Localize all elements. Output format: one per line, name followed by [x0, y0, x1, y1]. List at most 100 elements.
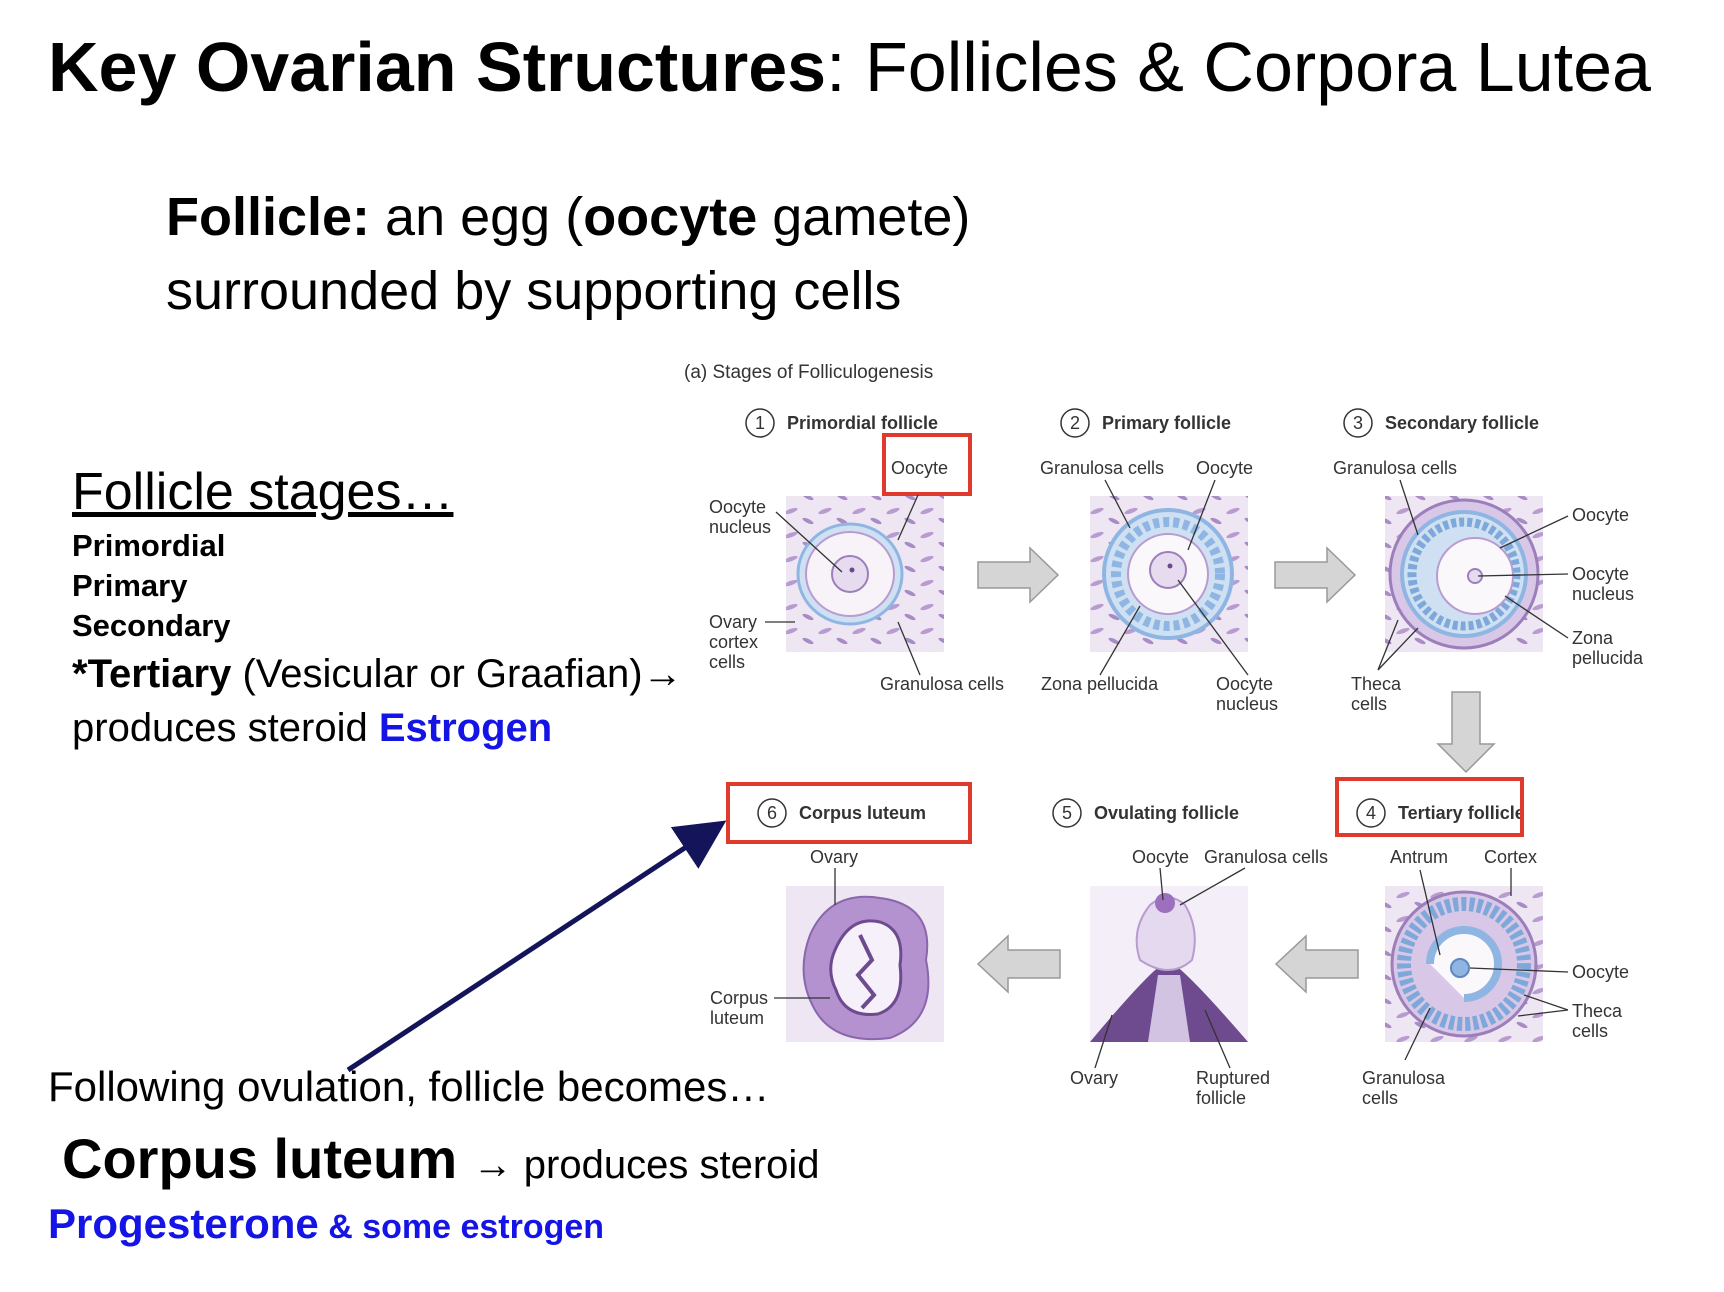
svg-text:Secondary follicle: Secondary follicle — [1385, 413, 1539, 433]
corpus-produces: produces steroid — [512, 1143, 820, 1187]
progesterone-label: Progesterone — [48, 1200, 319, 1247]
progesterone-line: Progesterone & some estrogen — [48, 1196, 604, 1255]
svg-text:1: 1 — [755, 413, 765, 433]
label-theca-3a: Theca — [1351, 674, 1402, 694]
label-theca-3b: cells — [1351, 694, 1387, 714]
label-zona-pellucida-2: Zona pellucida — [1041, 674, 1159, 694]
label-theca-4a: Theca — [1572, 1001, 1623, 1021]
stage4-header: 4 Tertiary follicle — [1356, 798, 1525, 828]
label-granulosa-2: Granulosa cells — [1040, 458, 1164, 478]
label-zona-3b: pellucida — [1572, 648, 1644, 668]
label-corpus-6a: Corpus — [710, 988, 768, 1008]
tertiary-arrow: → — [642, 652, 683, 696]
label-ovary-cortex-1c: cells — [709, 652, 745, 672]
some-estrogen-label: & some estrogen — [318, 1208, 605, 1246]
definition-part1: an egg ( — [370, 187, 584, 247]
stage1-leaders — [765, 494, 921, 676]
title-rest: : Follicles & Corpora Lutea — [826, 28, 1651, 106]
label-granulosa-4b: cells — [1362, 1088, 1398, 1108]
label-oocyte-nucleus-2b: nucleus — [1216, 694, 1278, 714]
label-ruptured-5b: follicle — [1196, 1088, 1246, 1108]
label-oocyte-2: Oocyte — [1196, 458, 1253, 478]
label-oocyte-nucleus-3a: Oocyte — [1572, 564, 1629, 584]
stage-tertiary: *Tertiary (Vesicular or Graafian)→ — [72, 648, 683, 700]
secondary-follicle-illustration — [1385, 496, 1543, 652]
ovulating-follicle-illustration — [1090, 886, 1248, 1042]
corpus-arrow: → — [472, 1143, 513, 1187]
label-oocyte-nucleus-1b: nucleus — [709, 517, 771, 537]
stage1-header: 1 Primordial follicle — [745, 408, 938, 438]
label-oocyte-4: Oocyte — [1572, 962, 1629, 982]
svg-text:3: 3 — [1353, 413, 1363, 433]
primordial-follicle-illustration — [786, 496, 944, 652]
label-ruptured-5a: Ruptured — [1196, 1068, 1270, 1088]
stage5-header: 5 Ovulating follicle — [1052, 798, 1239, 828]
navy-pointer-arrow — [346, 820, 727, 1073]
title-bold: Key Ovarian Structures — [48, 28, 827, 106]
oocyte-highlight-box — [882, 433, 972, 496]
stage-primordial: Primordial — [72, 528, 226, 563]
svg-text:Corpus luteum: Corpus luteum — [799, 803, 926, 823]
svg-text:Tertiary follicle: Tertiary follicle — [1398, 803, 1525, 823]
tertiary-follicle-illustration — [1385, 886, 1543, 1042]
svg-text:Primordial follicle: Primordial follicle — [787, 413, 938, 433]
label-zona-3a: Zona — [1572, 628, 1614, 648]
tertiary-bold: *Tertiary — [72, 652, 232, 696]
corpus-luteum-highlight-box — [726, 782, 972, 844]
label-oocyte-1: Oocyte — [891, 458, 948, 478]
label-cortex-4: Cortex — [1484, 847, 1537, 867]
arrow-2-to-3 — [1274, 546, 1357, 604]
produces-estrogen: produces steroid Estrogen — [72, 702, 552, 754]
stage5-leaders — [1094, 867, 1246, 1069]
slide-title: Key Ovarian Structures: Follicles & Corp… — [48, 22, 1651, 112]
figure-caption: (a) Stages of Folliculogenesis — [684, 362, 933, 383]
stage3-header: 3 Secondary follicle — [1343, 408, 1539, 438]
label-ovary-cortex-1b: cortex — [709, 632, 758, 652]
label-ovary-5: Ovary — [1070, 1068, 1118, 1088]
definition-part2: gamete) — [757, 187, 971, 247]
definition-term: Follicle: — [166, 187, 371, 247]
label-oocyte-nucleus-1a: Oocyte — [709, 497, 766, 517]
following-ovulation: Following ovulation, follicle becomes… — [48, 1063, 770, 1110]
arrow-1-to-2 — [977, 546, 1060, 604]
corpus-luteum-term: Corpus luteum — [62, 1127, 458, 1190]
label-oocyte-5: Oocyte — [1132, 847, 1189, 867]
stage4-leaders — [1404, 868, 1569, 1061]
label-oocyte-3: Oocyte — [1572, 505, 1629, 525]
arrow-5-to-6 — [976, 934, 1061, 994]
primary-follicle-illustration — [1090, 496, 1248, 652]
svg-text:5: 5 — [1062, 803, 1072, 823]
label-granulosa-4a: Granulosa — [1362, 1068, 1446, 1088]
svg-text:6: 6 — [767, 803, 777, 823]
label-corpus-6b: luteum — [710, 1008, 764, 1028]
tertiary-highlight-box — [1335, 777, 1524, 837]
label-ovary-6: Ovary — [810, 847, 858, 867]
stage-primary: Primary — [72, 568, 188, 603]
label-oocyte-nucleus-2a: Oocyte — [1216, 674, 1273, 694]
stages-heading: Follicle stages… — [72, 463, 454, 521]
follicle-definition-line2: surrounded by supporting cells — [166, 261, 902, 321]
follicle-definition: Follicle: an egg (oocyte gamete) — [166, 180, 970, 254]
tertiary-rest: (Vesicular or Graafian) — [231, 652, 643, 696]
label-granulosa-1: Granulosa cells — [880, 674, 1004, 694]
label-theca-4b: cells — [1572, 1021, 1608, 1041]
svg-text:Ovulating follicle: Ovulating follicle — [1094, 803, 1239, 823]
stage2-header: 2 Primary follicle — [1060, 408, 1231, 438]
stage6-header: 6 Corpus luteum — [757, 798, 926, 828]
corpus-luteum-line: Corpus luteum → produces steroid — [62, 1122, 820, 1202]
definition-oocyte: oocyte — [583, 187, 758, 247]
arrow-4-to-5 — [1274, 934, 1359, 994]
label-ovary-cortex-1a: Ovary — [709, 612, 757, 632]
stage2-leaders — [1099, 479, 1249, 676]
arrow-3-to-4 — [1436, 691, 1496, 774]
svg-text:2: 2 — [1070, 413, 1080, 433]
corpus-luteum-illustration — [786, 886, 944, 1042]
stage6-leaders — [774, 868, 836, 999]
svg-text:4: 4 — [1366, 803, 1376, 823]
svg-text:Primary follicle: Primary follicle — [1102, 413, 1231, 433]
label-granulosa-5: Granulosa cells — [1204, 847, 1328, 867]
estrogen-label: Estrogen — [378, 706, 553, 750]
stage-secondary: Secondary — [72, 608, 231, 643]
